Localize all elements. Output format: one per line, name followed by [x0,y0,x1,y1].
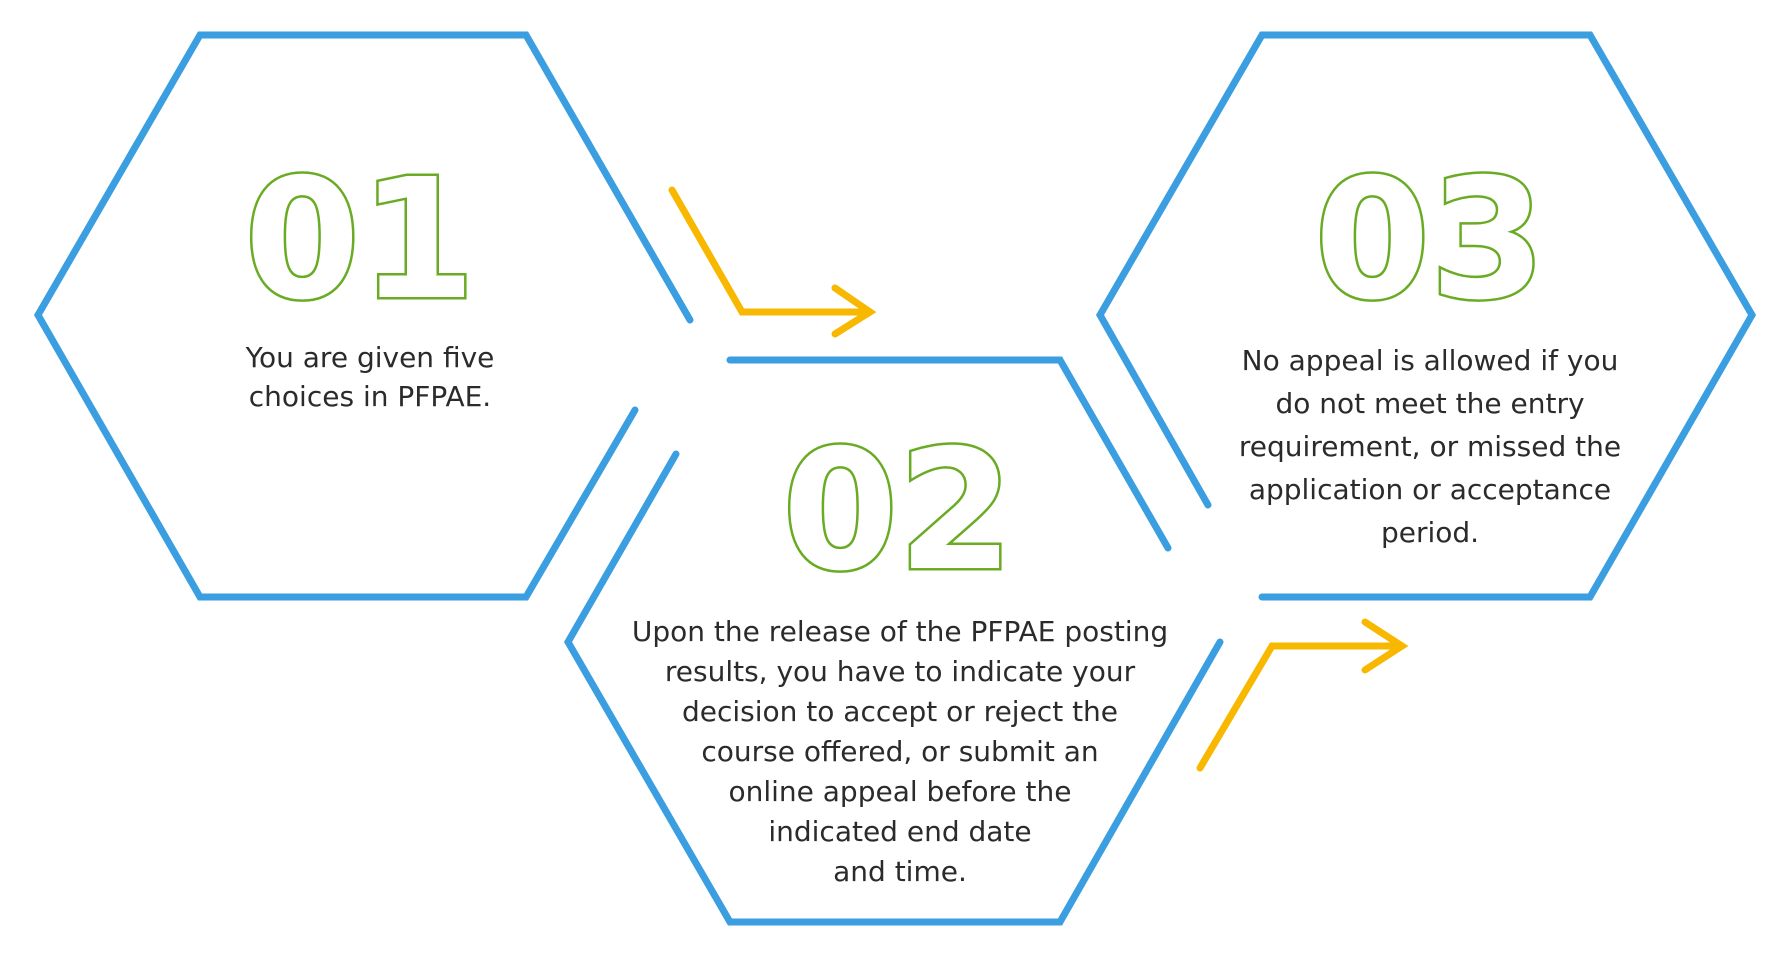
hexagon-step-1-outline-upper [33,31,694,601]
arrow-right-icon [668,186,877,338]
hexagon-step-1 [33,31,694,601]
hexagon-step-2-outline-bottom [563,450,1224,926]
arrow-1-shaft [668,186,874,316]
step-2-description: Upon the release of the PFPAE posting re… [631,615,1169,888]
arrow-right-icon [1196,618,1409,772]
arrow-2-head [1361,618,1409,674]
arrow-2-shaft [1196,642,1406,772]
step-2-number: 02 [782,415,1013,608]
arrow-1-head [831,284,877,338]
hexagon-step-3 [1095,31,1757,601]
hexagon-step-2 [563,356,1224,926]
step-1-description: You are given five choices in PFPAE. [245,341,495,413]
step-1-number: 01 [244,144,475,337]
hexagon-step-2-outline-top [726,356,1172,552]
step-3-number: 03 [1314,144,1545,337]
step-3-description: No appeal is allowed if you do not meet … [1238,344,1622,549]
hexagon-step-3-outline [1095,31,1757,601]
